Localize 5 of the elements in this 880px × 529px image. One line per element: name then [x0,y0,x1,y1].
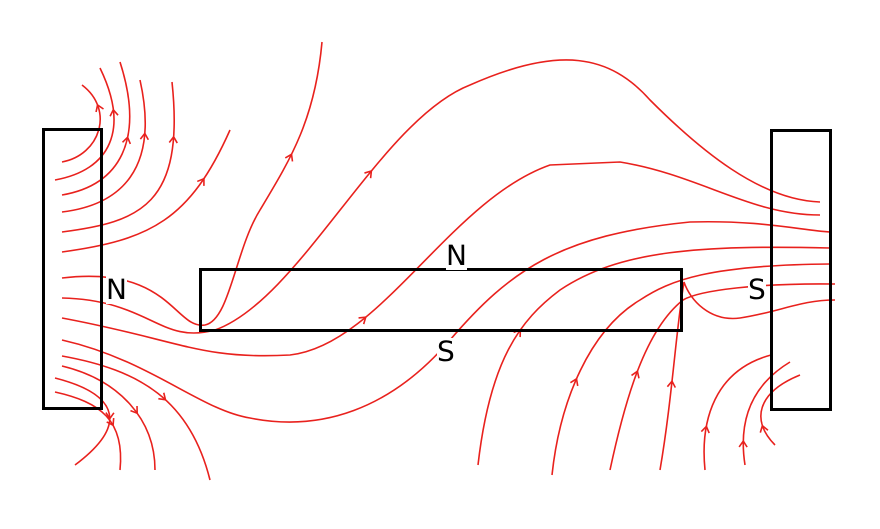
magnet-bar [42,128,103,410]
magnet-bar [199,268,683,332]
pole-label: N [446,242,467,270]
pole-label: N [106,276,127,304]
magnet-bar [770,129,832,411]
